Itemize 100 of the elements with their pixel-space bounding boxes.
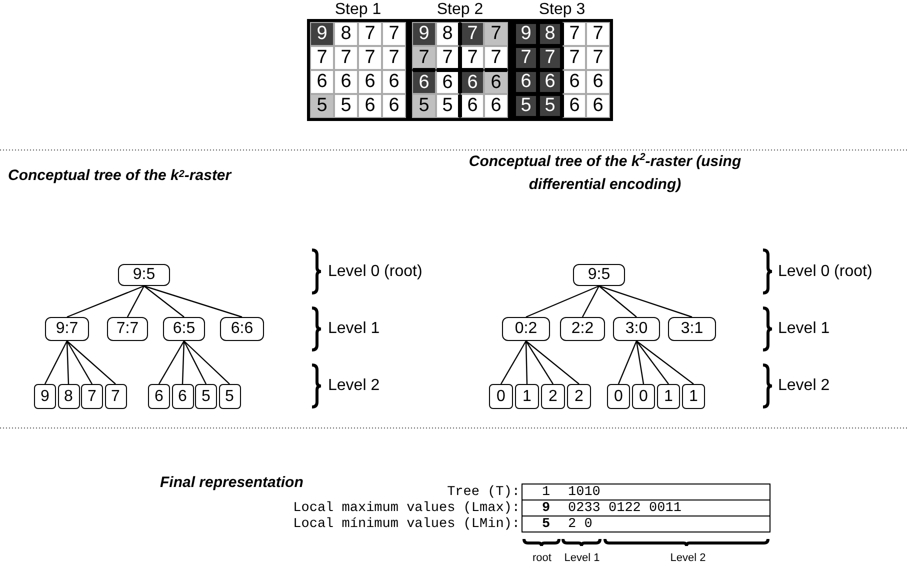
- level-label: Level 1: [778, 319, 831, 339]
- tree-node-box: 9:5: [118, 264, 170, 286]
- tree-edge: [66, 340, 116, 384]
- tree-node-box: 7: [81, 384, 103, 409]
- tree-edge: [526, 340, 554, 384]
- tree-node-box: 1: [515, 384, 539, 409]
- tree-node-box: 3:1: [668, 317, 716, 341]
- raster-cell: 7: [358, 22, 382, 46]
- tree-node-box: 6: [148, 384, 170, 409]
- tree-node-box: 2:2: [560, 317, 605, 341]
- tree-edge: [582, 286, 600, 318]
- raster-cell: 6: [484, 94, 508, 118]
- tree-edge: [598, 285, 692, 318]
- tree-edge: [66, 285, 144, 318]
- raster-cell: 6: [460, 70, 484, 94]
- raster-cell: 7: [460, 22, 484, 46]
- tree-edge: [618, 340, 638, 384]
- tree-edge: [183, 340, 207, 384]
- tree-node-box: 9:7: [45, 317, 89, 341]
- tree-edge: [144, 286, 184, 318]
- raster-cell: 7: [514, 46, 538, 70]
- tree-node-box: 1: [682, 384, 705, 409]
- raster-cell: 7: [436, 46, 460, 70]
- tree-edge: [598, 286, 637, 318]
- table-value: 1: [540, 484, 552, 500]
- tree-edge: [66, 340, 93, 384]
- row-label: Local mínimum values (LMin):: [292, 516, 520, 532]
- raster-cell: 7: [382, 46, 406, 70]
- raster-cell: 7: [460, 46, 484, 70]
- tree-node-box: 0: [489, 384, 513, 409]
- raster-cell: 6: [412, 70, 436, 94]
- raster-cell: 8: [538, 22, 562, 46]
- table-value: 0233 0122 0011: [568, 500, 682, 516]
- raster-cell: 5: [412, 94, 436, 118]
- section-heading: Final representation: [160, 472, 304, 492]
- raster-cell: 6: [382, 94, 406, 118]
- tree-edge: [636, 340, 694, 384]
- raster-cell: 5: [514, 94, 538, 118]
- raster-cell: 6: [562, 94, 586, 118]
- raster-cell: 7: [562, 22, 586, 46]
- raster-cell: 7: [562, 46, 586, 70]
- section-heading: Conceptual tree of the k$^{2}$-raster: [8, 166, 233, 186]
- raster-cell: 7: [484, 46, 508, 70]
- tree-node-box: 7:7: [107, 317, 148, 341]
- tree-edge: [636, 340, 644, 384]
- bracket-label: root: [532, 551, 552, 565]
- level-label: Level 0 (root): [778, 262, 874, 282]
- bracket-label: Level 2: [669, 551, 707, 565]
- raster-cell: 6: [358, 70, 382, 94]
- raster-cell: 7: [484, 22, 508, 46]
- level-label: Level 2: [328, 376, 381, 396]
- raster-cell: 5: [538, 94, 562, 118]
- tree-node-box: 5: [195, 384, 217, 409]
- raster-cell: 7: [412, 46, 436, 70]
- raster-cell: 6: [436, 70, 460, 94]
- raster-cell: 9: [412, 22, 436, 46]
- tree-node-box: 6:6: [220, 317, 264, 341]
- tree-node-box: 0: [632, 384, 655, 409]
- raster-cell: 7: [538, 46, 562, 70]
- raster-cell: 8: [436, 22, 460, 46]
- raster-cell: 9: [514, 22, 538, 46]
- row-label: Local maximum values (Lmax):: [292, 500, 520, 516]
- tree-edge: [500, 340, 527, 384]
- raster-cell: 8: [334, 22, 358, 46]
- tree-node-box: 3:0: [613, 317, 660, 341]
- raster-cell: 6: [334, 70, 358, 94]
- raster-cell: 6: [586, 94, 610, 118]
- raster-cell: 6: [358, 94, 382, 118]
- tree-node-box: 9:5: [573, 264, 625, 286]
- raster-cell: 7: [586, 46, 610, 70]
- raster-cell: 7: [334, 46, 358, 70]
- tree-node-box: 6: [172, 384, 194, 409]
- tree-edge: [525, 340, 528, 384]
- step-title: Step 1: [334, 0, 382, 19]
- raster-cell: 9: [310, 22, 334, 46]
- tree-node-box: 2: [541, 384, 565, 409]
- tree-edge: [144, 285, 242, 318]
- table-value: 2 0: [568, 516, 594, 532]
- tree-edge: [158, 340, 185, 384]
- tree-node-box: 6:5: [163, 317, 205, 341]
- raster-cell: 6: [484, 70, 508, 94]
- table-value: 9: [540, 500, 552, 516]
- level-label: Level 0 (root): [328, 262, 424, 282]
- level-label: Level 2: [778, 376, 831, 396]
- tree-edge: [44, 340, 68, 384]
- raster-cell: 6: [382, 70, 406, 94]
- raster-cell: 7: [310, 46, 334, 70]
- tree-node-box: 5: [218, 384, 240, 409]
- raster-cell: 6: [460, 94, 484, 118]
- raster-cell: 7: [358, 46, 382, 70]
- row-label: Tree (T):: [446, 484, 520, 500]
- raster-cell: 7: [586, 22, 610, 46]
- table-value: 5: [540, 516, 552, 532]
- tree-node-box: 2: [567, 384, 591, 409]
- tree-edge: [184, 340, 230, 384]
- bracket-label: Level 1: [563, 551, 601, 565]
- tree-edge: [526, 340, 580, 384]
- raster-cell: 7: [382, 22, 406, 46]
- tree-edge: [526, 285, 600, 318]
- tree-node-box: 0: [607, 384, 630, 409]
